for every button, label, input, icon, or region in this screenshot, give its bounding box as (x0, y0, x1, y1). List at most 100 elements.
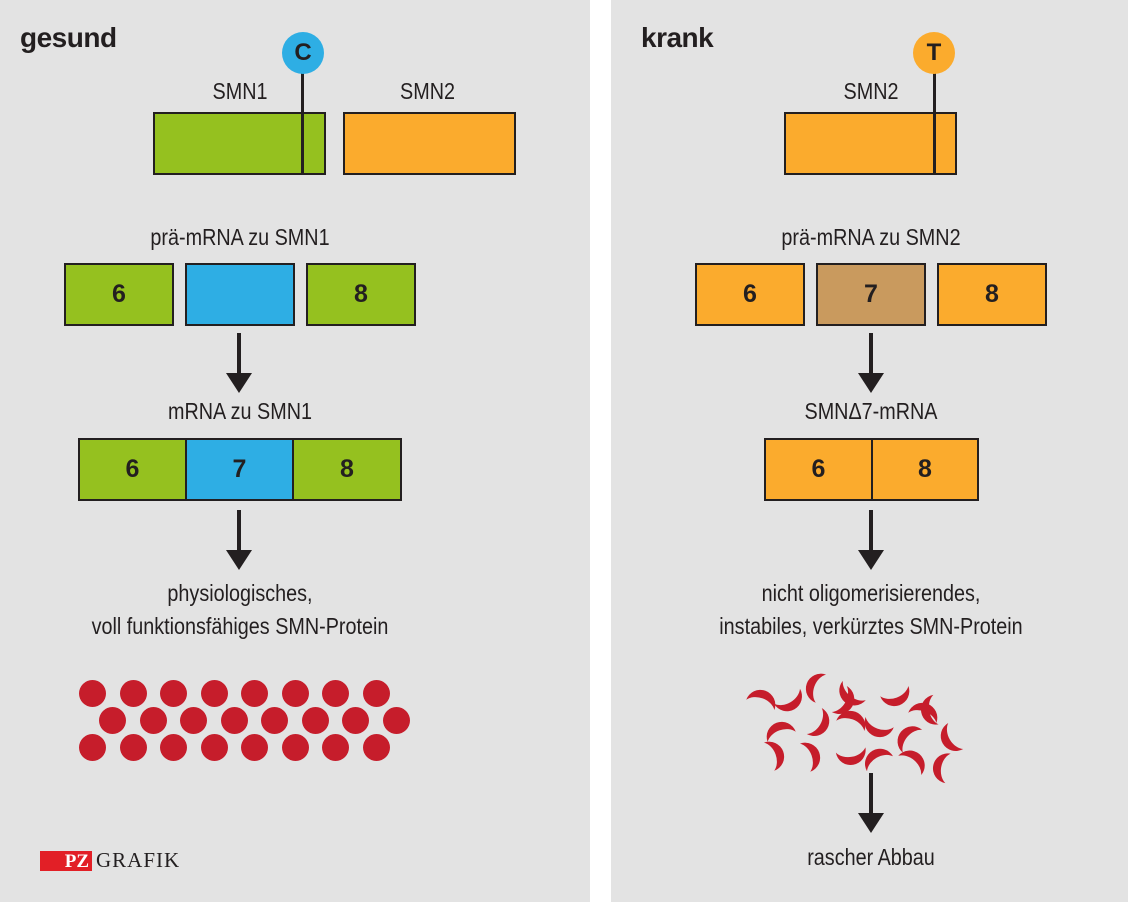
pin-marker-icon: T (913, 32, 955, 74)
exon-number: 8 (918, 455, 932, 483)
protein-fragment (908, 702, 938, 724)
exon-number: 8 (985, 280, 999, 308)
pin-marker-icon: C (282, 32, 324, 74)
mrna-label: mRNA zu SMN1 (168, 398, 312, 424)
protein-circle (99, 707, 126, 734)
fate-label: rascher Abbau (807, 844, 935, 870)
exon-6: 6 (695, 263, 805, 326)
protein-circle (241, 734, 268, 761)
gene-box-smn1 (153, 112, 326, 175)
protein-label-line1: physiologisches, (167, 580, 313, 606)
protein-circle (261, 707, 288, 734)
protein-circle (220, 707, 248, 734)
protein-fragment (836, 710, 866, 732)
logo-text: GRAFIK (96, 848, 181, 872)
protein-circle (322, 680, 349, 707)
arrow-down-icon (858, 333, 884, 393)
protein-fragment (898, 750, 925, 776)
exon-number: 8 (354, 280, 368, 308)
exon-7 (185, 263, 295, 326)
protein-fragment (763, 741, 785, 771)
protein-fragment (806, 708, 830, 736)
protein-fragment (933, 753, 951, 784)
protein-circle (362, 680, 390, 707)
pre-mrna-label: prä-mRNA zu SMN1 (150, 224, 330, 250)
protein-fragment (766, 721, 796, 743)
arrow-down-icon (226, 333, 252, 393)
protein-fragment (839, 680, 866, 706)
exon-number: 6 (811, 455, 826, 483)
protein-circle (382, 707, 410, 734)
protein-fragment (865, 748, 893, 772)
protein-fragment (774, 688, 802, 712)
mrna-label: SMNΔ7-mRNA (804, 398, 938, 424)
protein-fragment (835, 747, 866, 765)
exon-7: 7 (187, 440, 294, 499)
exon-8: 8 (937, 263, 1047, 326)
exon-number: 7 (232, 455, 247, 483)
protein-circle (322, 734, 349, 761)
gene-box-smn2 (343, 112, 516, 175)
protein-fragment (897, 726, 923, 753)
healthy-title: gesund (20, 22, 117, 53)
protein-circle (241, 680, 268, 707)
arrow-down-icon (858, 773, 884, 833)
protein-fragment (921, 694, 939, 725)
protein-circle (281, 680, 309, 707)
gene-label-smn2: SMN2 (400, 78, 455, 104)
exon-8: 8 (873, 440, 977, 499)
exon-6: 6 (766, 440, 873, 499)
protein-circle (301, 707, 329, 734)
nucleotide-marker-line (301, 64, 304, 175)
protein-label-line1: nicht oligomerisierendes, (761, 580, 981, 606)
protein-fragment (940, 723, 964, 751)
arrow-down-icon (226, 510, 252, 570)
diseased-panel: krank SMN2 T prä-mRNA zu SMN2 6 7 8 SMNΔ… (611, 0, 1128, 902)
gene-label-smn2: SMN2 (843, 78, 899, 104)
protein-circle (342, 707, 369, 734)
protein-circle (79, 680, 106, 707)
healthy-panel: gesund SMN1 SMN2 C prä-mRNA zu SMN1 6 8 … (0, 0, 590, 902)
mrna-strand: 6 8 (764, 438, 979, 501)
nucleotide-label: C (294, 39, 312, 66)
protein-circle (200, 680, 228, 707)
protein-label-line2: instabiles, verkürztes SMN-Protein (719, 613, 1023, 639)
protein-circle (119, 680, 147, 707)
protein-circle (139, 707, 167, 734)
gene-box-smn2 (784, 112, 957, 175)
arrow-down-icon (858, 510, 884, 570)
exon-number: 6 (112, 280, 126, 308)
exon-6: 6 (80, 440, 187, 499)
exon-number: 6 (125, 455, 140, 483)
protein-circle (180, 707, 207, 734)
exon-7: 7 (816, 263, 926, 326)
pre-mrna-label: prä-mRNA zu SMN2 (781, 224, 961, 250)
nucleotide-marker-line (933, 64, 936, 175)
exon-8: 8 (294, 440, 400, 499)
pz-grafik-logo: PZ GRAFIK (40, 848, 180, 873)
protein-fragment (880, 685, 910, 707)
exon-8: 8 (306, 263, 416, 326)
protein-fragment (831, 686, 855, 714)
protein-fragment (864, 716, 894, 738)
protein-fragment (805, 673, 827, 703)
exon-number: 7 (864, 280, 878, 308)
protein-fragment (799, 742, 821, 772)
protein-fragments (746, 673, 964, 784)
protein-circle (119, 734, 147, 761)
protein-circle (362, 734, 390, 761)
protein-circle (79, 734, 106, 761)
exon-number: 6 (743, 280, 757, 308)
gene-label-smn1: SMN1 (212, 78, 268, 104)
protein-circle (200, 734, 228, 761)
exon-6: 6 (64, 263, 174, 326)
mrna-strand: 6 7 8 (78, 438, 402, 501)
nucleotide-label: T (926, 39, 942, 66)
protein-circle (160, 734, 187, 761)
exon-number: 8 (340, 455, 354, 483)
protein-circle (160, 680, 187, 707)
protein-label-line2: voll funktionsfähiges SMN-Protein (91, 613, 389, 639)
protein-circle (281, 734, 309, 761)
protein-fragment (746, 689, 776, 711)
diseased-title: krank (641, 22, 714, 53)
